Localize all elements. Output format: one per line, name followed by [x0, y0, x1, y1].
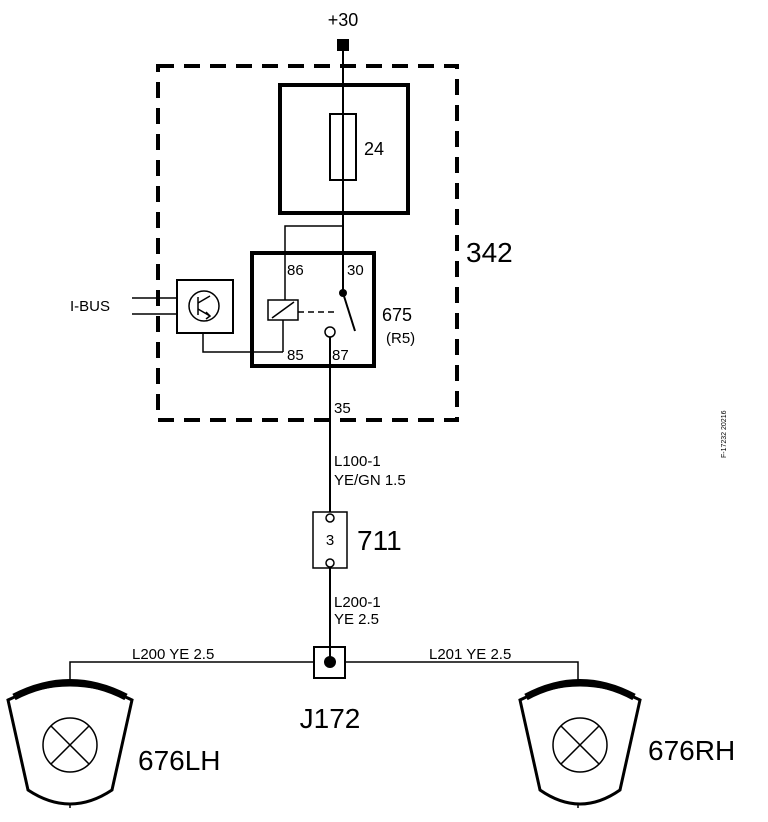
lamp-left-rim [12, 679, 128, 701]
transistor-arrow [205, 311, 212, 320]
coil-feed-wire [284, 225, 343, 300]
figure-id: F-17232 20216 [721, 410, 728, 458]
contact-87 [324, 326, 336, 338]
ibus-label: I-BUS [70, 298, 110, 315]
transistor-icon [188, 290, 220, 322]
wire-right-label: L201 YE 2.5 [429, 646, 511, 663]
relay-pin-30: 30 [347, 262, 364, 279]
connector-label: 711 [357, 525, 402, 556]
wire-upper-spec: YE/GN 1.5 [334, 472, 406, 489]
wire-lower-code: L200-1 [334, 594, 381, 611]
lamp-left-label: 676LH [138, 745, 221, 776]
relay-label: 675 [382, 305, 412, 325]
junction-label: J172 [300, 703, 361, 734]
wire-lower-spec: YE 2.5 [334, 611, 379, 628]
relay-switch [342, 292, 356, 332]
connector-pin-top [325, 513, 335, 523]
lamp-right-rim [524, 679, 636, 701]
supply-terminal [337, 39, 349, 51]
relay-coil-diagonal [271, 301, 295, 319]
connector-pin-number: 3 [326, 532, 334, 549]
relay-pin-85: 85 [287, 347, 304, 364]
fuse-label: 24 [364, 139, 384, 159]
lamp-right-label: 676RH [648, 735, 735, 766]
ibus-module [176, 279, 234, 334]
relay-sub-label: (R5) [386, 330, 415, 347]
module-342-boundary [156, 64, 459, 422]
supply-label: +30 [328, 10, 359, 30]
transistor-collector [197, 295, 211, 304]
connector-pin-bottom [325, 558, 335, 568]
relay-pin-87: 87 [332, 347, 349, 364]
relay-pin-86: 86 [287, 262, 304, 279]
lamp-left-cross-b [50, 725, 90, 765]
wire-upper-code: L100-1 [334, 453, 381, 470]
pin-35-label: 35 [334, 400, 351, 417]
module-label: 342 [466, 237, 513, 268]
wire-left-label: L200 YE 2.5 [132, 646, 214, 663]
lamp-right-cross-b [560, 725, 600, 765]
relay-675 [250, 251, 376, 368]
transistor-to-coil-wire [202, 333, 283, 353]
junction-node [324, 656, 336, 668]
